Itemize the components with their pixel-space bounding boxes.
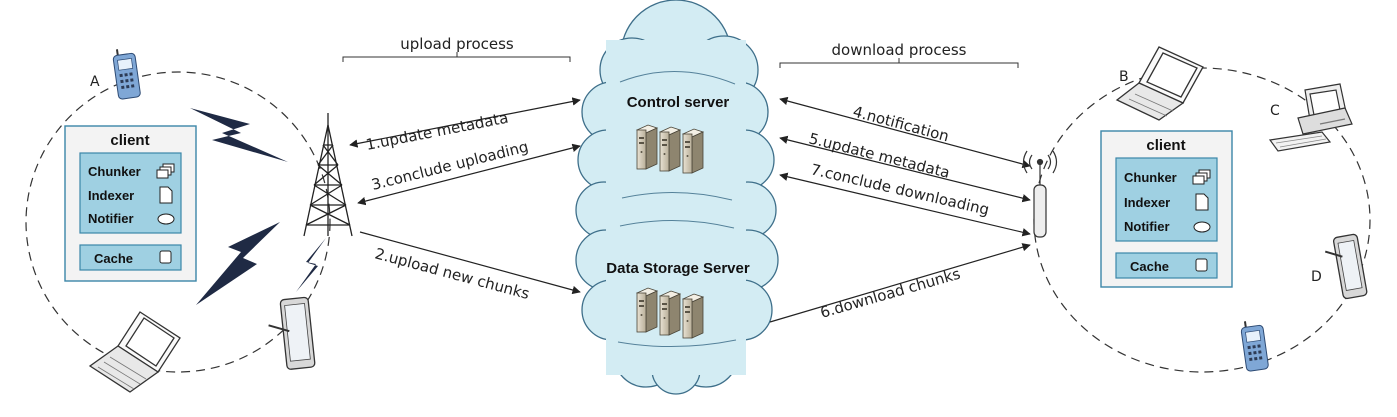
step-6-label: 6.download chunks [818,265,962,322]
download-process-title: download process [832,41,967,59]
access-point-icon [1022,150,1058,238]
mobile-phone-icon-right [1240,321,1269,372]
left-client-group [25,71,331,373]
control-server-icon [636,124,704,174]
left-indexer-icon [159,186,173,204]
upload-process-title: upload process [400,35,514,53]
tablet-icon [268,296,316,370]
arrow-download-chunks [769,243,1031,323]
right-cache-label: Cache [1130,259,1169,274]
arrow-conclude-uploading [357,143,581,206]
control-server-label: Control server [627,94,730,111]
right-chunker-label: Chunker [1124,170,1177,185]
left-cache-label: Cache [94,251,133,266]
left-cache-icon [159,250,172,264]
mobile-phone-icon [112,49,141,100]
arrow-update-metadata-left [349,97,581,148]
data-storage-server-label: Data Storage Server [606,260,750,277]
data-storage-server-icon [636,287,704,339]
cell-tower-icon [303,113,353,237]
wireless-signal-icon [190,108,326,305]
right-indexer-icon [1195,193,1209,211]
right-chunker-icon [1192,169,1211,185]
left-client-box: client Chunker Indexer Notifier Cache [64,125,197,282]
device-d-label: D [1311,269,1322,285]
arrow-conclude-downloading [779,172,1031,237]
step-2-label: 2.upload new chunks [373,244,532,303]
right-client-box: client Chunker Indexer Notifier Cache [1100,130,1233,288]
device-c-label: C [1270,103,1280,119]
arrow-upload-new-chunks [359,231,581,295]
upload-process-bracket [342,56,571,62]
right-notifier-icon [1193,221,1211,233]
right-indexer-label: Indexer [1124,195,1170,210]
left-notifier-icon [157,213,175,225]
right-cache-icon [1195,258,1208,272]
desktop-computer-icon [1268,83,1353,152]
left-chunker-icon [156,163,175,179]
left-notifier-label: Notifier [88,211,134,226]
step-4-label: 4.notification [851,102,951,145]
left-indexer-label: Indexer [88,188,134,203]
device-a-label: A [90,74,100,90]
left-chunker-label: Chunker [88,164,141,179]
laptop-icon [88,311,181,393]
left-client-title: client [110,132,149,149]
download-process-bracket [779,62,1019,68]
right-client-title: client [1146,137,1185,154]
laptop-icon-b [1115,46,1204,121]
right-notifier-label: Notifier [1124,219,1170,234]
device-b-label: B [1119,69,1129,85]
tablet-icon-d [1324,233,1368,300]
